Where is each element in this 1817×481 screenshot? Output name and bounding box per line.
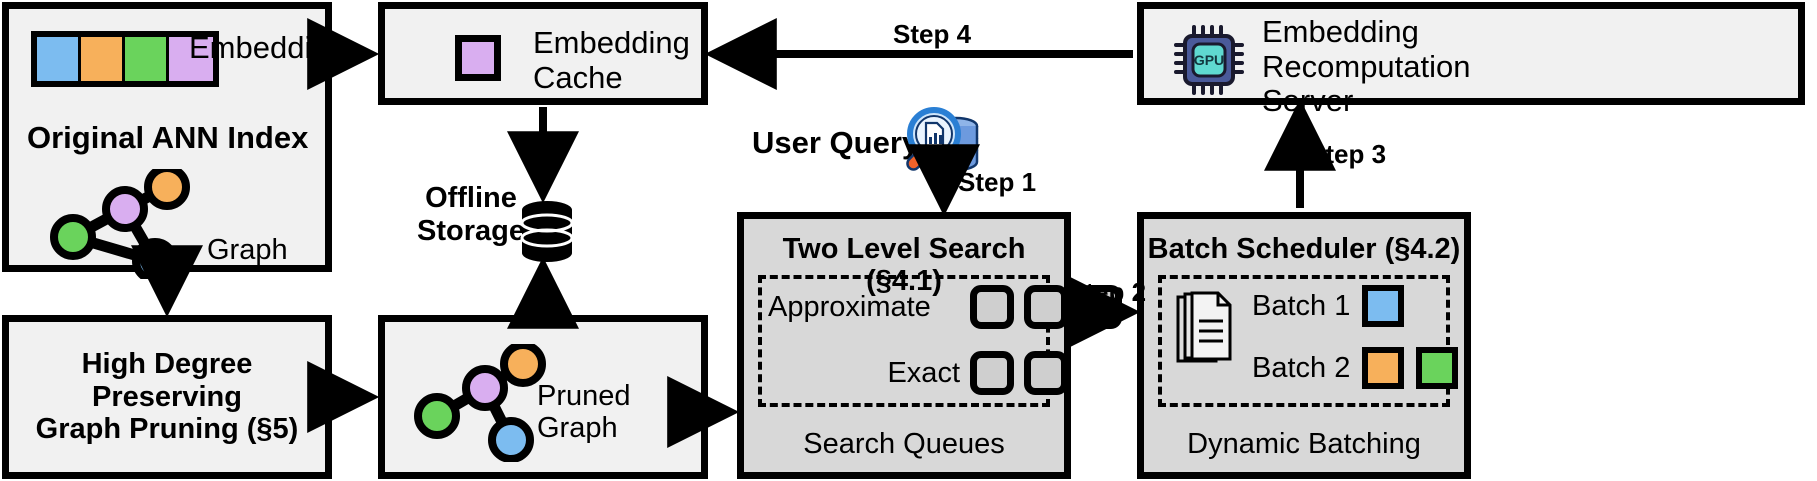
embedding-swatch-green	[125, 37, 169, 81]
graph-pruning-label: High Degree Preserving Graph Pruning (§5…	[35, 348, 299, 446]
graph-label: Graph	[207, 234, 288, 266]
queue-cell[interactable]	[970, 285, 1014, 329]
queue-cell[interactable]	[970, 351, 1014, 395]
embedding-cache-label: Embedding Cache	[533, 25, 690, 95]
offline-storage-label: Offline Storage	[417, 182, 525, 248]
gpu-icon-text: GPU	[1194, 52, 1224, 68]
embedding-swatch-blue	[37, 37, 81, 81]
pruned-graph-illustration	[414, 344, 546, 462]
queue-row-exact: Exact	[768, 351, 1068, 395]
two-level-search-title: Two Level Search (§4.1)	[782, 233, 1026, 298]
batch-row-1: Batch 1	[1252, 285, 1405, 327]
queue-label-exact: Exact	[887, 356, 960, 389]
embedding-swatch-orange	[81, 37, 125, 81]
original-ann-index-title: Original ANN Index	[27, 120, 309, 155]
batch-label-1: Batch 1	[1252, 289, 1351, 322]
gpu-chip-icon: GPU	[1174, 25, 1244, 95]
search-queues-footer: Search Queues	[803, 427, 1005, 460]
batch-scheduler-panel: Batch Scheduler (§4.2) Batch 1 Batch 2 D…	[1137, 212, 1471, 479]
queue-cell[interactable]	[1024, 285, 1068, 329]
batch-row-2: Batch 2	[1252, 347, 1459, 389]
batch-swatch-green	[1416, 347, 1459, 389]
embedding-swatch-strip	[31, 31, 219, 87]
step-2-label: Step 2	[1068, 277, 1147, 307]
batch-label-2: Batch 2	[1252, 351, 1351, 384]
batch-swatch-blue	[1362, 285, 1405, 327]
graph-pruning-panel: High Degree Preserving Graph Pruning (§5…	[2, 315, 332, 479]
dynamic-batching-dashed-region	[1158, 275, 1450, 407]
user-query-label: User Query	[752, 125, 920, 160]
batch-scheduler-title: Batch Scheduler (§4.2)	[1147, 233, 1461, 265]
queue-cell[interactable]	[1024, 351, 1068, 395]
step-4-label: Step 4	[893, 19, 972, 49]
batch-swatch-orange	[1362, 347, 1405, 389]
embedding-swatch-purple	[169, 37, 213, 81]
dynamic-batching-footer: Dynamic Batching	[1187, 427, 1421, 460]
embedding-cache-panel: Embedding Cache	[378, 2, 708, 105]
step-1-label: Step 1	[958, 167, 1037, 197]
embedding-square-icon	[455, 35, 501, 81]
step-3-label: Step 3	[1308, 139, 1387, 169]
search-queues-dashed-region	[758, 275, 1050, 407]
two-level-search-panel: Two Level Search (§4.1) Approximate Exac…	[737, 212, 1122, 479]
queue-label-approximate: Approximate	[768, 290, 931, 323]
pruned-graph-label: Pruned Graph	[537, 380, 631, 445]
document-stack-icon	[1176, 291, 1232, 363]
